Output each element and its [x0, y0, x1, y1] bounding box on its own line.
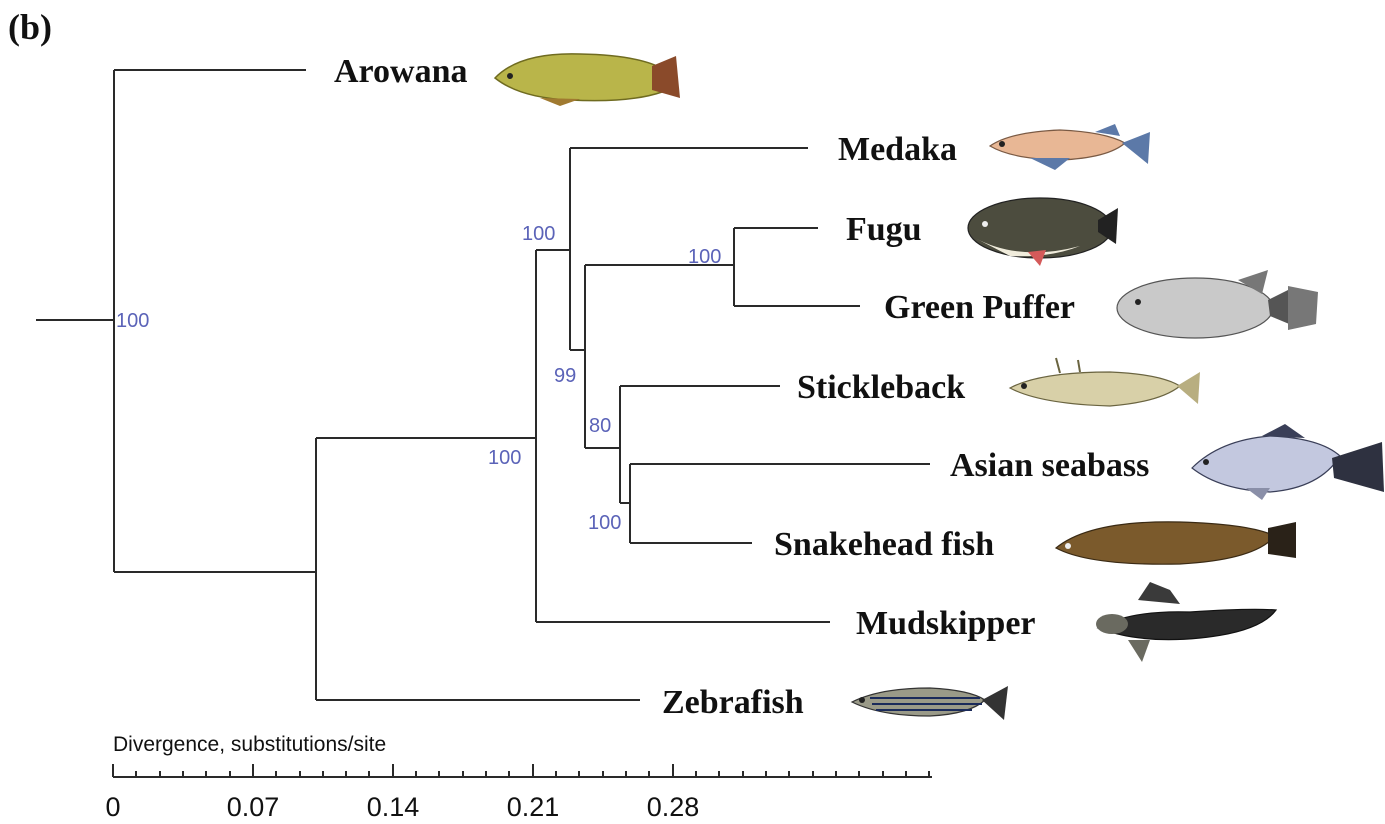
taxon-fugu: Fugu: [846, 213, 922, 247]
medaka-fish-icon: [990, 124, 1150, 170]
support-node-80: 80: [589, 416, 611, 436]
mudskipper-fish-icon: [1096, 582, 1276, 662]
tick-label-0: 0: [105, 792, 120, 823]
axis-ticks: [113, 764, 929, 777]
tick-label-0-07: 0.07: [227, 792, 280, 823]
taxon-zebrafish: Zebrafish: [662, 686, 804, 720]
tick-label-0-28: 0.28: [647, 792, 700, 823]
stickleback-fish-icon: [1010, 358, 1200, 406]
taxon-asian-seabass: Asian seabass: [950, 449, 1149, 483]
zebrafish-fish-icon: [852, 686, 1008, 720]
panel-label: (b): [8, 6, 52, 48]
green-puffer-fish-icon: [1117, 270, 1318, 338]
support-medaka-node: 100: [522, 224, 555, 244]
snakehead-fish-icon: [1056, 522, 1296, 564]
fugu-fish-icon: [968, 198, 1118, 266]
taxon-green-puffer: Green Puffer: [884, 291, 1075, 325]
taxon-stickleback: Stickleback: [797, 371, 965, 405]
taxon-arowana: Arowana: [334, 55, 468, 89]
taxon-snakehead: Snakehead fish: [774, 528, 994, 562]
tick-label-0-14: 0.14: [367, 792, 420, 823]
support-puffer-node: 100: [688, 247, 721, 267]
support-root: 100: [116, 311, 149, 331]
support-node-99: 99: [554, 366, 576, 386]
support-percomorph-clade: 100: [488, 448, 521, 468]
arowana-fish-icon: [495, 54, 680, 106]
tick-label-0-21: 0.21: [507, 792, 560, 823]
taxon-mudskipper: Mudskipper: [856, 607, 1036, 641]
asian-seabass-fish-icon: [1192, 424, 1384, 500]
axis-title: Divergence, substitutions/site: [113, 733, 386, 757]
taxon-medaka: Medaka: [838, 133, 957, 167]
support-seabass-snakehead: 100: [588, 513, 621, 533]
